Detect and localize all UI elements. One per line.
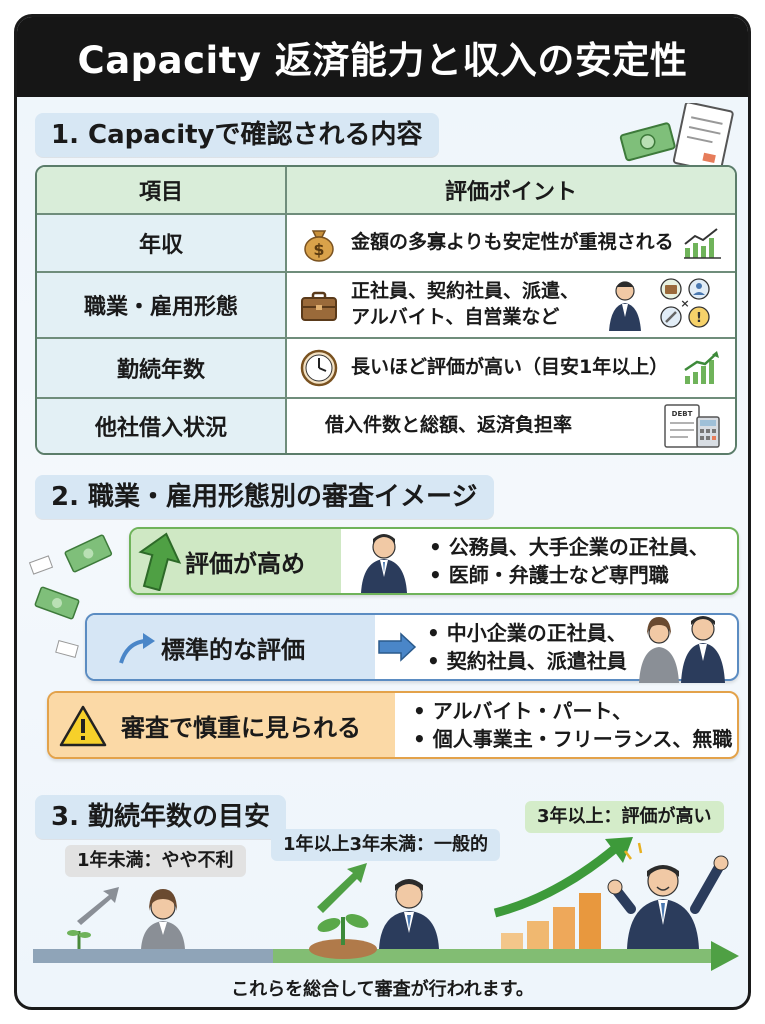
row-point-text: 長いほど評価が高い（目安1年以上） [351, 356, 669, 379]
row-point-text: 借入件数と総額、返済負担率 [325, 414, 573, 437]
tier-item: • 公務員、大手企業の正社員、 [429, 535, 709, 559]
money-document-icon [619, 103, 734, 173]
table-row: 勤続年数 長いほど評価が高い（目安1年以上） [37, 337, 735, 397]
row-point: 正社員、契約社員、派遣、 アルバイト、自営業など ! [287, 273, 735, 337]
header-point: 評価ポイント [287, 167, 735, 213]
section3-heading: 3. 勤続年数の目安 [35, 795, 287, 839]
tier-item: • 医師・弁護士など専門職 [429, 563, 669, 587]
row-item: 職業・雇用形態 [37, 273, 287, 337]
section2-heading: 2. 職業・雇用形態別の審査イメージ [35, 475, 494, 519]
tier-standard-bar: 標準的な評価 • 中小企業の正社員、 • 契約社員、派遣社員 [85, 613, 739, 681]
tier-high-items: • 公務員、大手企業の正社員、 • 医師・弁護士など専門職 [429, 533, 709, 589]
clock-icon [300, 349, 338, 387]
table-row: 職業・雇用形態 正社員、契約社員、派遣、 アルバイト、自営業など [37, 271, 735, 337]
money-bag-icon: $ [304, 230, 334, 262]
table-header-row: 項目 評価ポイント [37, 167, 735, 213]
svg-text:×: × [680, 297, 689, 310]
infographic-poster: Capacity 返済能力と収入の安定性 1. Capacityで確認される内容… [14, 14, 751, 1010]
debt-label: DEBT [672, 410, 693, 418]
tier-caution-items: • アルバイト・パート、 • 個人事業主・フリーランス、無職 [413, 697, 732, 753]
svg-text:$: $ [313, 240, 324, 259]
tier-item: • アルバイト・パート、 [413, 699, 633, 723]
row-point: 借入件数と総額、返済負担率 DEBT [287, 399, 735, 453]
row-point-line: アルバイト、自営業など [351, 306, 560, 328]
growth-chart-icon [684, 228, 721, 259]
page-title: Capacity 返済能力と収入の安定性 [17, 17, 748, 97]
tier-caution-label: 審査で慎重に見られる [49, 693, 395, 757]
warning-icon [59, 705, 107, 747]
tier-high-bar: 評価が高め • 公務員、大手企業の正社員、 • 医師・弁護士など専門職 [129, 527, 739, 595]
section1-heading: 1. Capacityで確認される内容 [35, 113, 439, 157]
row-item: 年収 [37, 215, 287, 271]
briefcase-icon [301, 291, 337, 321]
up-arrow-icon [138, 532, 182, 591]
row-item: 他社借入状況 [37, 399, 287, 453]
curve-arrow-icon [119, 633, 155, 664]
capacity-table: 項目 評価ポイント 年収 $ 金額の多寡よりも安定性が重視される [35, 165, 737, 455]
tier-caution-bar: 審査で慎重に見られる • アルバイト・パート、 • 個人事業主・フリーランス、無… [47, 691, 739, 759]
row-point-text: 金額の多寡よりも安定性が重視される [351, 231, 674, 254]
row-item: 勤続年数 [37, 339, 287, 397]
tier-standard-label: 標準的な評価 [87, 615, 375, 679]
debt-document-icon: DEBT [664, 404, 720, 448]
header-item: 項目 [37, 167, 287, 213]
table-row: 年収 $ 金額の多寡よりも安定性が重視される [37, 213, 735, 271]
businessman-icon [361, 534, 407, 593]
right-arrow-icon [378, 632, 417, 662]
table-row: 他社借入状況 借入件数と総額、返済負担率 DEBT [37, 397, 735, 453]
row-point-text: 正社員、契約社員、派遣、 アルバイト、自営業など [351, 279, 579, 330]
tier-item: • 個人事業主・フリーランス、無職 [413, 727, 733, 751]
row-point: $ 金額の多寡よりも安定性が重視される [287, 215, 735, 271]
tier-item: • 中小企業の正社員、 [427, 621, 627, 645]
worker-options-icon: ! × [609, 278, 710, 331]
two-workers-icon [639, 616, 725, 683]
footer-text: これらを総合して審査が行われます。 [231, 979, 534, 1000]
row-point: 長いほど評価が高い（目安1年以上） [287, 339, 735, 397]
tenure-illustration [33, 837, 739, 971]
stage-label-1to3: 1年以上3年未満：一般的 [271, 829, 501, 861]
growth-chart-icon [684, 351, 719, 384]
stage-label-under1: 1年未満：やや不利 [65, 845, 246, 877]
tier-item: • 契約社員、派遣社員 [427, 649, 627, 673]
stage-label-3plus: 3年以上：評価が高い [525, 801, 724, 833]
row-point-line: 正社員、契約社員、派遣、 [351, 280, 580, 303]
svg-text:!: ! [696, 311, 702, 326]
tier-standard-items: • 中小企業の正社員、 • 契約社員、派遣社員 [427, 619, 627, 675]
